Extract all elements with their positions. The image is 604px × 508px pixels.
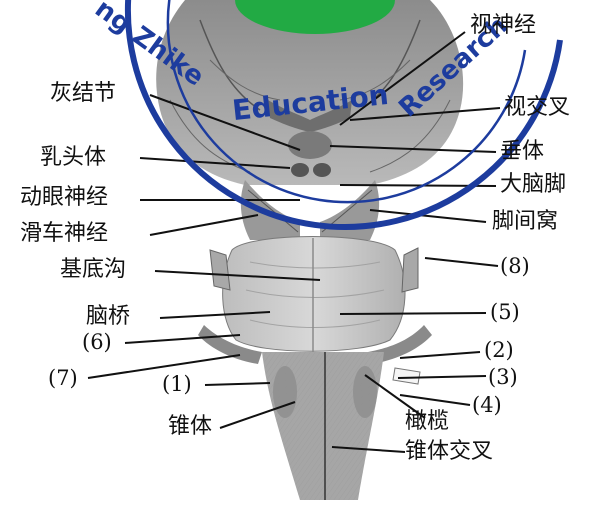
label-mammillary-body: 乳头体 — [40, 146, 106, 170]
label-olive: 橄榄 — [405, 410, 449, 434]
marker-7: (7) — [48, 366, 78, 390]
label-pyramid: 锥体 — [168, 415, 212, 439]
marker-1: (1) — [162, 372, 192, 396]
label-pons: 脑桥 — [86, 305, 130, 329]
label-trochlear-nerve: 滑车神经 — [20, 222, 108, 246]
marker-3: (3) — [488, 365, 518, 389]
label-basilar-sulcus: 基底沟 — [60, 258, 126, 282]
medulla — [262, 352, 420, 500]
label-hypophysis: 垂体 — [500, 140, 544, 164]
marker-5: (5) — [490, 300, 520, 324]
label-optic-chiasm: 视交叉 — [504, 96, 570, 120]
marker-8: (8) — [500, 254, 530, 278]
label-optic-nerve: 视神经 — [470, 14, 536, 38]
label-interpeduncular-fossa: 脚间窝 — [492, 210, 558, 234]
label-oculomotor-nerve: 动眼神经 — [20, 186, 108, 210]
label-gray-tuber: 灰结节 — [50, 82, 116, 106]
marker-2: (2) — [484, 338, 514, 362]
marker-4: (4) — [472, 393, 502, 417]
pons-shape — [223, 237, 405, 353]
marker-6: (6) — [82, 330, 112, 354]
label-decussation-of-pyramids: 锥体交叉 — [405, 440, 493, 464]
label-cerebral-peduncle: 大脑脚 — [500, 173, 566, 197]
